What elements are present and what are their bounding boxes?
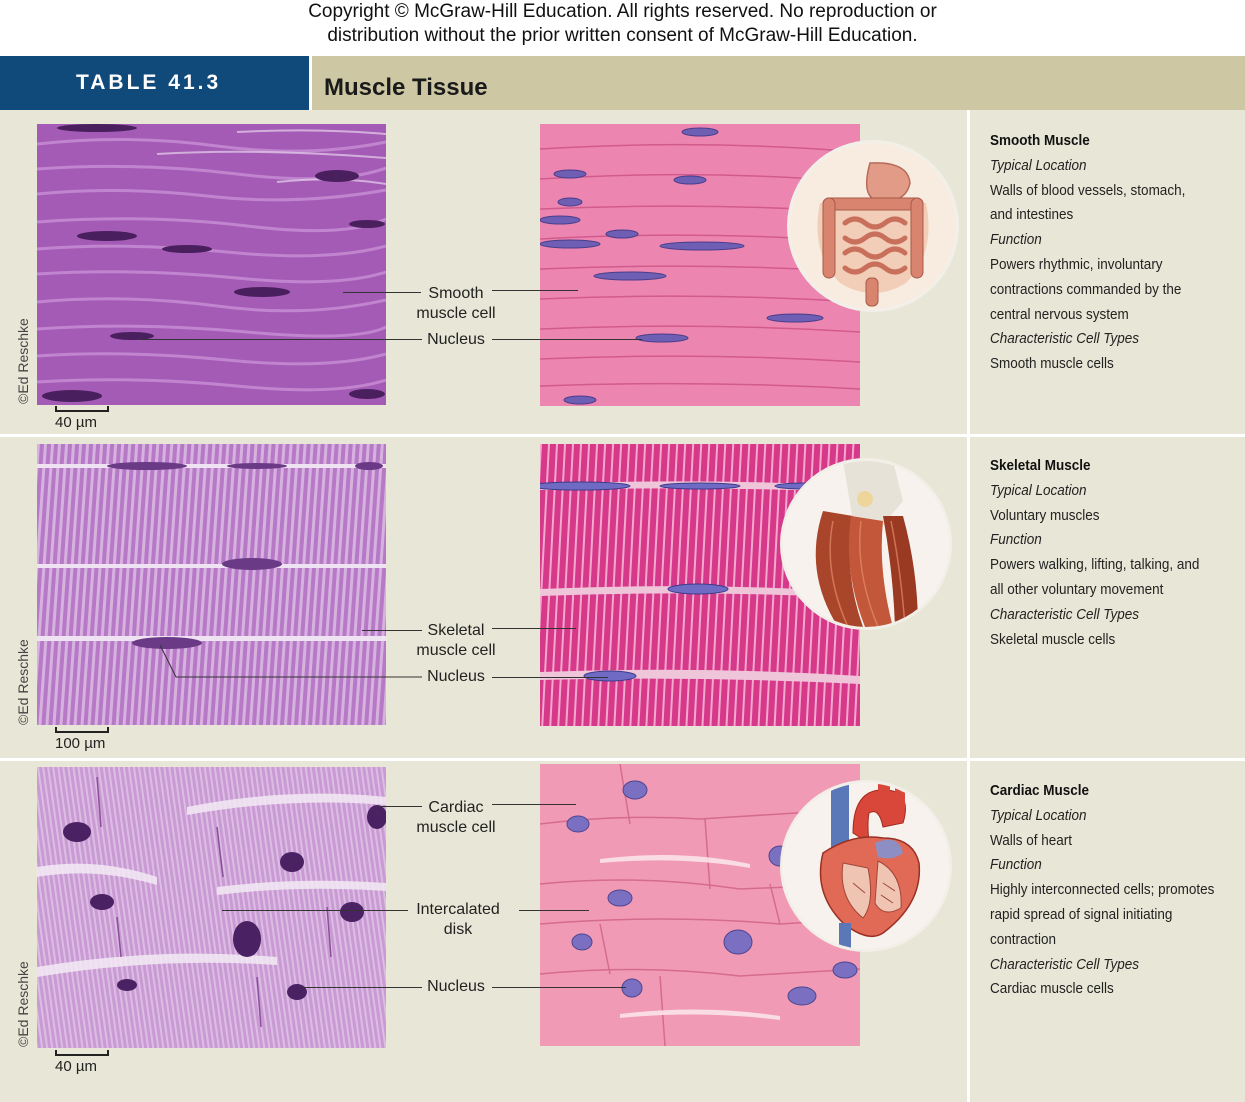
function-text: central nervous system [990,305,1129,323]
scale-bar: 40 µm [55,1050,115,1080]
leader-line [302,987,422,988]
function-text: contraction [990,930,1057,948]
leader-line [343,292,421,293]
leader-line [492,804,576,805]
table-title: Muscle Tissue [312,56,1245,110]
copyright-line-2: distribution without the prior written c… [327,25,918,46]
row-divider [0,434,1245,437]
subheading-cell-types: Characteristic Cell Types [990,330,1140,348]
section-heading: Skeletal Muscle [990,457,1091,474]
leader-line [492,677,608,678]
copyright-line-1: Copyright © McGraw-Hill Education. All r… [308,1,937,22]
cell-types-text: Cardiac muscle cells [990,980,1114,998]
scale-label: 40 µm [55,414,97,431]
leader-line [362,630,422,631]
photo-credit: ©Ed Reschke [15,639,31,725]
cardiac-muscle-description: Cardiac Muscle Typical Location Walls of… [990,779,1215,1002]
label-nucleus: Nucleus [427,668,485,685]
subheading-function: Function [990,856,1042,874]
scale-label: 40 µm [55,1058,97,1075]
column-divider [967,110,970,1102]
photo-credit: ©Ed Reschke [15,318,31,404]
intestines-illustration [790,143,956,309]
function-text: Powers walking, lifting, talking, and [990,556,1200,574]
table-header: TABLE 41.3 Muscle Tissue [0,56,1245,110]
label-nucleus: Nucleus [427,978,485,995]
cell-types-text: Skeletal muscle cells [990,630,1116,648]
subheading-location: Typical Location [990,156,1087,174]
subheading-location: Typical Location [990,481,1087,499]
subheading-function: Function [990,531,1042,549]
skeletal-muscle-micrograph [37,444,386,725]
section-heading: Smooth Muscle [990,132,1090,149]
leader-line [492,628,576,629]
leader-line [378,806,422,807]
subheading-cell-types: Characteristic Cell Types [990,605,1140,623]
table-number: TABLE 41.3 [0,56,309,110]
row-divider [0,758,1245,761]
section-heading: Cardiac Muscle [990,782,1090,799]
subheading-location: Typical Location [990,806,1087,824]
function-text: all other voluntary movement [990,580,1164,598]
location-text: and intestines [990,206,1074,224]
location-text: Walls of blood vessels, stomach, [990,181,1186,199]
scale-bar: 100 µm [55,727,115,757]
leader-line [519,910,589,911]
function-text: contractions commanded by the [990,280,1182,298]
leader-line [492,339,642,340]
skeletal-muscle-description: Skeletal Muscle Typical Location Volunta… [990,454,1215,652]
copyright-notice: Copyright © McGraw-Hill Education. All r… [0,0,1245,56]
scale-label: 100 µm [55,735,106,752]
smooth-muscle-description: Smooth Muscle Typical Location Walls of … [990,129,1215,377]
leader-line [222,910,408,911]
cardiac-muscle-micrograph [37,767,386,1048]
subheading-function: Function [990,231,1042,249]
smooth-muscle-micrograph [37,124,386,405]
leader-line [159,644,422,678]
leader-line [492,290,578,291]
heart-illustration [783,783,949,949]
leader-line [140,339,422,340]
function-text: Highly interconnected cells; promotes [990,881,1215,899]
location-text: Voluntary muscles [990,506,1100,524]
cell-types-text: Smooth muscle cells [990,355,1114,373]
location-text: Walls of heart [990,831,1073,849]
leader-line [492,987,626,988]
function-text: rapid spread of signal initiating [990,905,1173,923]
function-text: Powers rhythmic, involuntary [990,255,1163,273]
photo-credit: ©Ed Reschke [15,961,31,1047]
scale-bar: 40 µm [55,406,115,436]
label-nucleus: Nucleus [427,331,485,348]
subheading-cell-types: Characteristic Cell Types [990,955,1140,973]
skeletal-muscle-illustration [783,461,949,627]
